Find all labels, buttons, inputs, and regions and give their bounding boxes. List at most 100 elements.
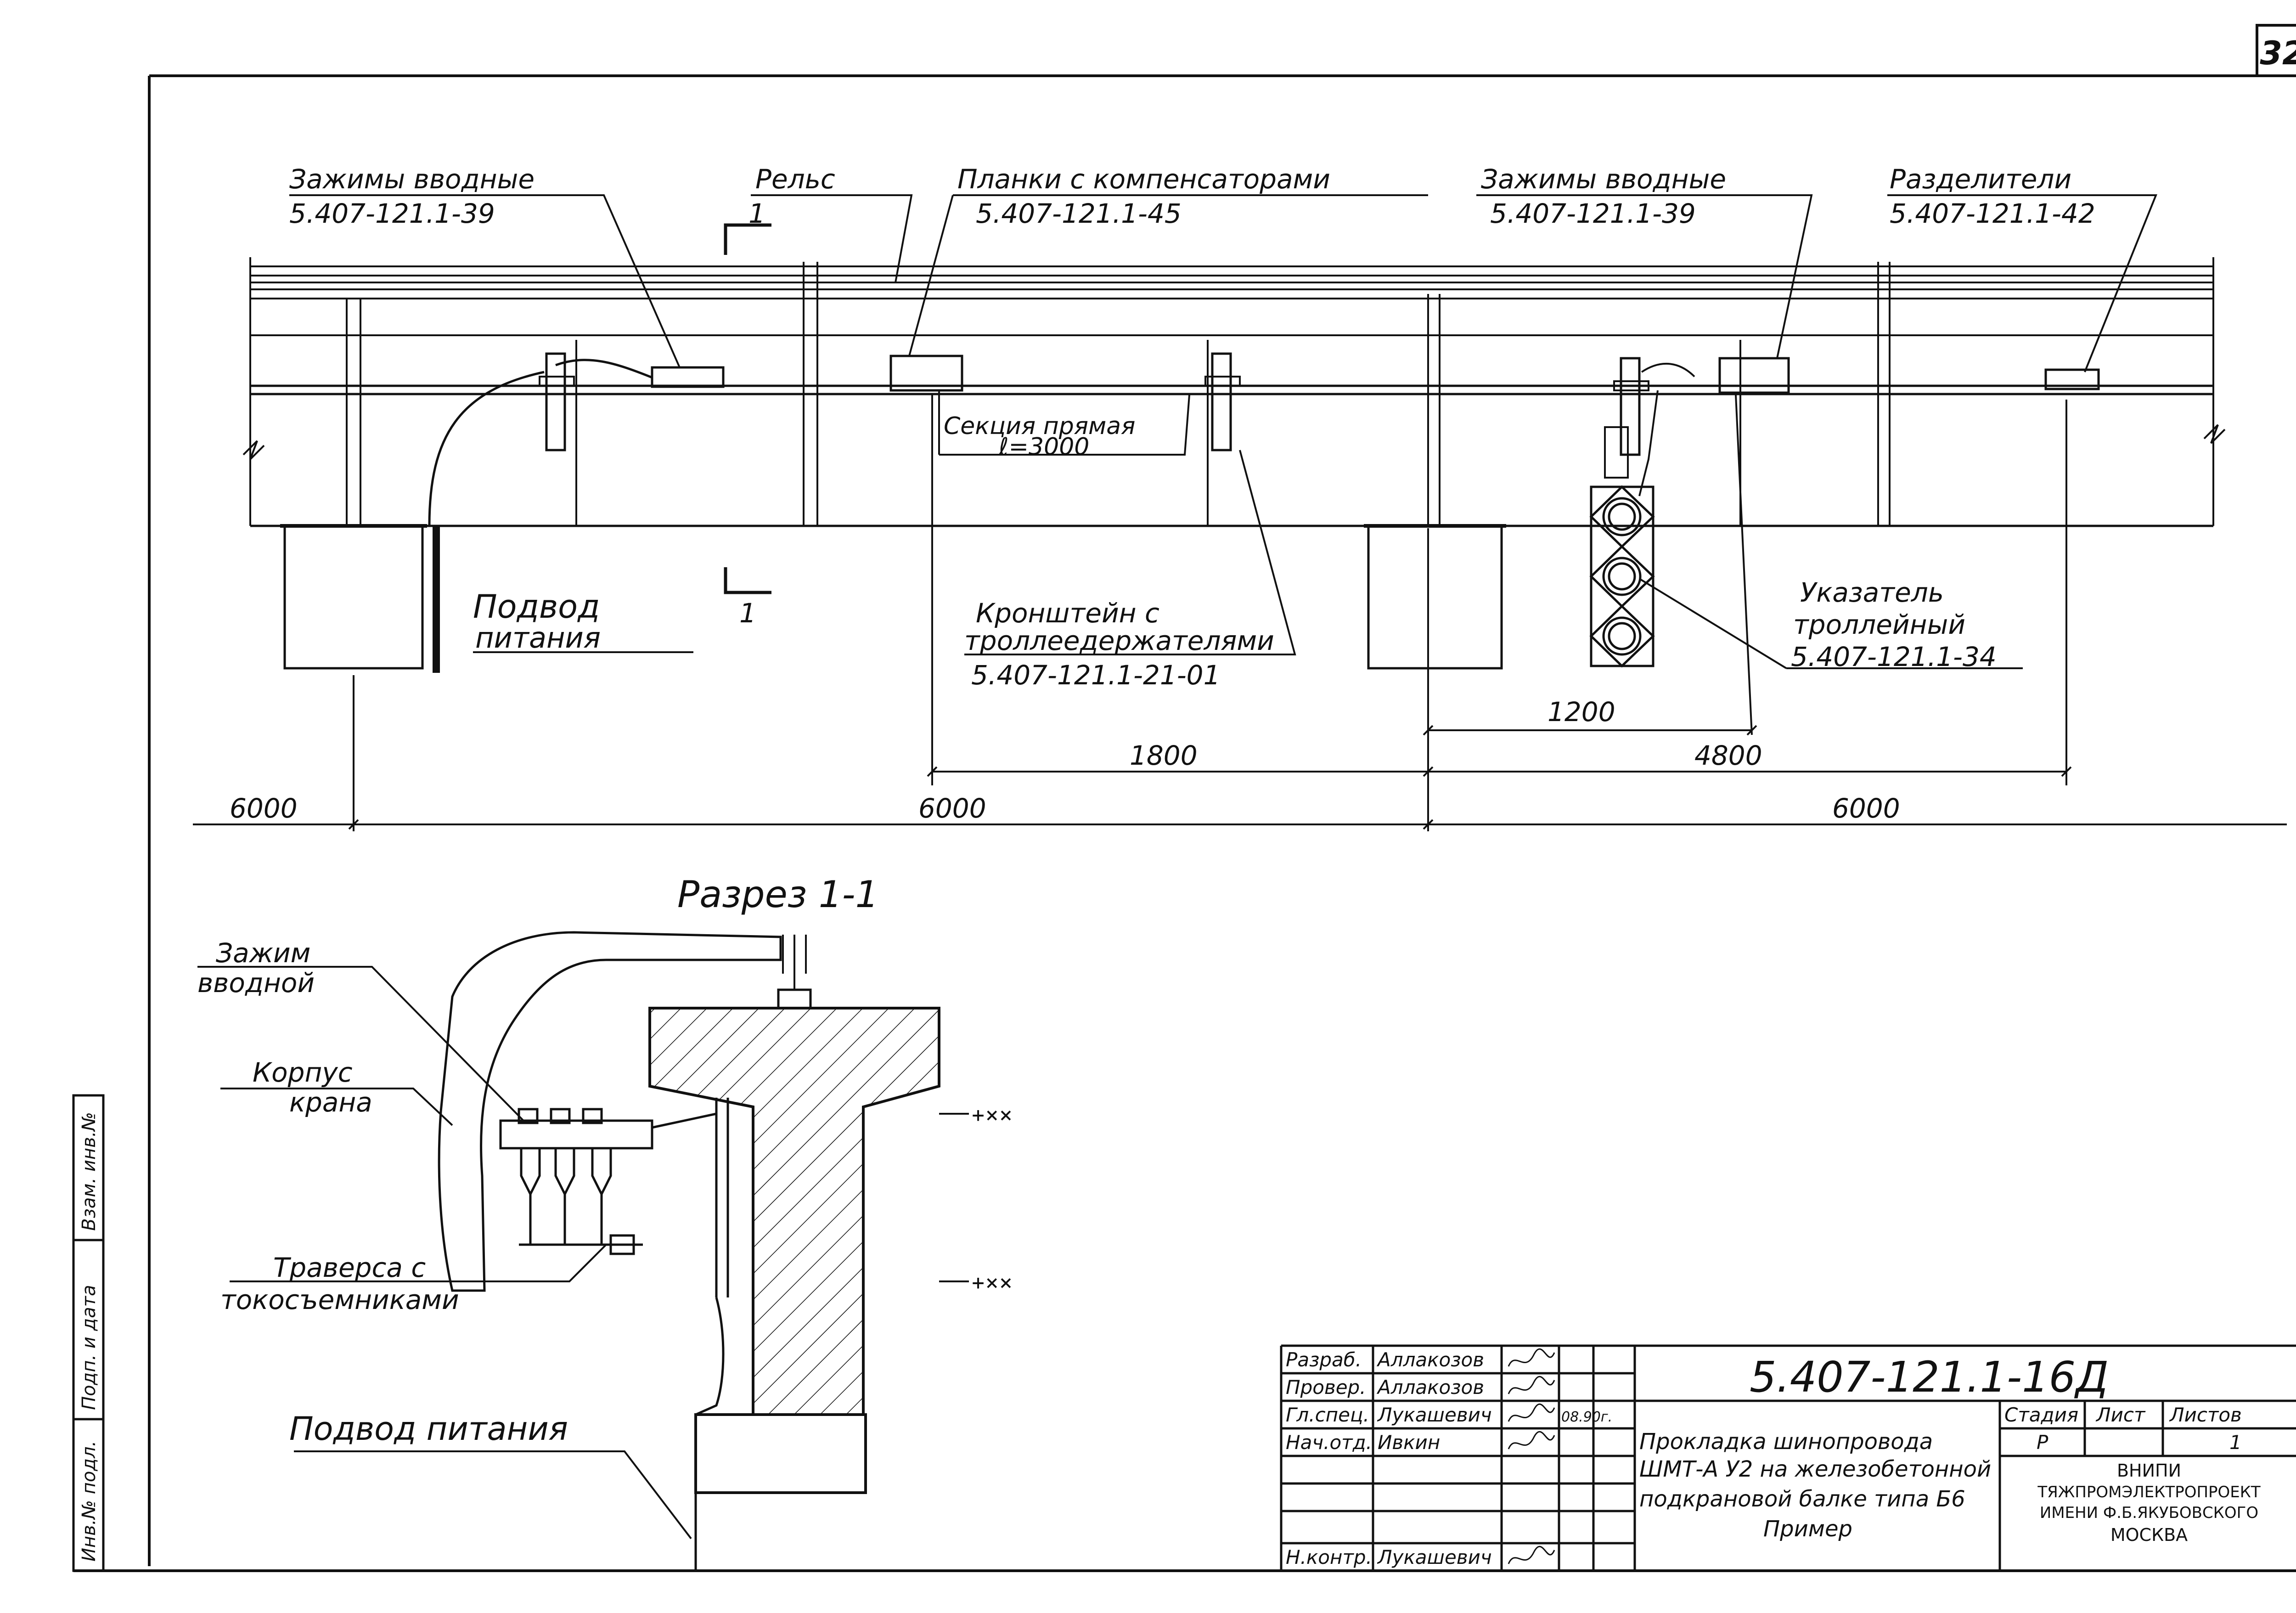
- separators-title: Разделители: [1890, 164, 2071, 195]
- section-marker-bottom: [724, 567, 771, 594]
- stage-sheet-labels: Стадия Лист Листов Р 1: [2004, 1404, 2242, 1454]
- clamp-box-right: [1718, 357, 1790, 394]
- description-line-3: подкрановой балке типа Б6: [1639, 1486, 1965, 1512]
- title-block-roles: Разраб. Провер. Гл.спец. Нач.отд. Н.конт…: [1286, 1348, 1372, 1568]
- clamp-bracket-right: [1620, 357, 1641, 456]
- description-line-2: ШМТ-А У2 на железобетонной: [1639, 1456, 1991, 1482]
- separator-box: [2044, 368, 2100, 390]
- clamps-right-code: 5.407-121.1-39: [1490, 198, 1696, 229]
- straight-section-length: ℓ=3000: [998, 433, 1089, 461]
- organization: ВНИПИ ТЯЖПРОМЭЛЕКТРОПРОЕКТ ИМЕНИ Ф.Б.ЯКУ…: [2037, 1461, 2261, 1545]
- signatures: [1508, 1348, 1555, 1564]
- svg-text:+××: +××: [971, 1106, 1013, 1125]
- dimension-span-left: 6000: [230, 793, 298, 824]
- name-3: Ивкин: [1378, 1431, 1440, 1454]
- stage-value: Р: [2037, 1431, 2048, 1454]
- section-title: Разрез 1-1: [677, 873, 878, 916]
- clamp-label-2: вводной: [197, 967, 315, 998]
- signature-date: 08.90г.: [1561, 1409, 1612, 1425]
- page-frame: [73, 74, 2296, 1572]
- compensator-plate-box: [889, 355, 963, 392]
- margin-stamp: Инв.№ подл. Подп. и дата Взам. инв.№: [72, 1094, 105, 1572]
- sheet-number-box: 32: [2256, 24, 2296, 77]
- beam-cross-section: [648, 1007, 940, 1416]
- role-2: Гл.спец.: [1286, 1404, 1369, 1426]
- section-marker-top-label: 1: [748, 198, 765, 229]
- traverse: [499, 1119, 653, 1150]
- sheet-label: Лист: [2095, 1404, 2146, 1426]
- straight-section-label: Секция прямая: [944, 412, 1135, 440]
- traverse-label-2: токосъемниками: [220, 1284, 459, 1315]
- sheets-value: 1: [2229, 1431, 2242, 1454]
- current-collectors: [518, 1108, 643, 1255]
- plates-title: Планки с компенсаторами: [957, 164, 1330, 195]
- trolley-indicator: [1589, 485, 1655, 668]
- name-7: Лукашевич: [1377, 1546, 1492, 1568]
- dimension-1200: 1200: [1548, 696, 1615, 728]
- clamps-right-title: Зажимы вводные: [1481, 164, 1726, 195]
- description-line-1: Прокладка шинопровода: [1639, 1429, 1933, 1455]
- stage-label: Стадия: [2004, 1404, 2078, 1426]
- power-feed-label-2: питания: [475, 621, 601, 654]
- bracket-label-1: Кронштейн с: [976, 598, 1159, 629]
- section-labels: Разрез 1-1 Зажим вводной Корпус крана Тр…: [197, 873, 878, 1448]
- stamp-inv-no: Инв.№ подл.: [79, 1441, 100, 1562]
- power-feed-curve: [428, 371, 545, 526]
- plates-code: 5.407-121.1-45: [976, 198, 1182, 229]
- rail-label: Рельс: [755, 164, 835, 195]
- clamps-left-code: 5.407-121.1-39: [289, 198, 495, 229]
- clamp-label-1: Зажим: [216, 937, 310, 969]
- section-marker-bottom-label: 1: [739, 598, 756, 629]
- crane-label-1: Корпус: [253, 1057, 353, 1088]
- crane-label-2: крана: [289, 1087, 372, 1118]
- column-mid: [1367, 525, 1503, 670]
- org-line-3: ИМЕНИ Ф.Б.ЯКУБОВСКОГО: [2040, 1504, 2258, 1522]
- stamp-sign-date: Подп. и дата: [79, 1285, 100, 1410]
- bracket-holder: [1211, 352, 1232, 451]
- name-0: Аллакозов: [1376, 1348, 1484, 1371]
- indicator-label-2: троллейный: [1793, 609, 1965, 640]
- org-line-2: ТЯЖПРОМЭЛЕКТРОПРОЕКТ: [2037, 1483, 2261, 1501]
- name-1: Аллакозов: [1376, 1376, 1484, 1399]
- svg-text:+××: +××: [971, 1274, 1013, 1292]
- dimension-1800: 1800: [1130, 740, 1198, 771]
- leader-lines: [289, 194, 2157, 735]
- clamps-left-title: Зажимы вводные: [289, 164, 535, 195]
- rail-lines: [250, 265, 2213, 336]
- sheets-label: Листов: [2169, 1404, 2242, 1426]
- title-block: [1280, 1344, 2296, 1571]
- dimension-lines: [193, 395, 2287, 831]
- role-1: Провер.: [1286, 1376, 1366, 1399]
- separators-code: 5.407-121.1-42: [1890, 198, 2095, 229]
- role-3: Нач.отд.: [1286, 1431, 1372, 1454]
- stamp-replace-inv: Взам. инв.№: [79, 1112, 100, 1231]
- traverse-label-1: Траверса с: [273, 1252, 426, 1283]
- frame-posts: [346, 262, 1891, 526]
- section-power-feed: Подвод питания: [289, 1410, 568, 1448]
- clamp-box-left: [651, 366, 725, 388]
- org-line-4: МОСКВА: [2110, 1525, 2188, 1545]
- section-view: +×× +××: [197, 931, 1013, 1571]
- indicator-label-1: Указатель: [1800, 577, 1944, 608]
- power-feed-label-1: Подвод: [473, 588, 600, 626]
- sheet-number: 32: [2260, 34, 2296, 72]
- dimension-span-mid: 6000: [918, 793, 986, 824]
- dimension-4800: 4800: [1694, 740, 1762, 771]
- org-line-1: ВНИПИ: [2117, 1461, 2181, 1481]
- column-section: [694, 1413, 867, 1494]
- document-description: Прокладка шинопровода ШМТ-А У2 на железо…: [1639, 1429, 1991, 1542]
- plan-labels: Зажимы вводные 5.407-121.1-39 Рельс 1 1 …: [230, 164, 2095, 824]
- dimension-span-right: 6000: [1832, 793, 1900, 824]
- crane-body-outline: [438, 931, 782, 1292]
- document-code: 5.407-121.1-16Д: [1750, 1353, 2109, 1402]
- role-0: Разраб.: [1286, 1348, 1362, 1371]
- section-marker-top: [724, 223, 771, 255]
- name-2: Лукашевич: [1377, 1404, 1492, 1426]
- column-left: [283, 525, 424, 670]
- bracket-code: 5.407-121.1-21-01: [971, 660, 1220, 691]
- plan-view: [193, 194, 2287, 831]
- clamp-bracket-left: [545, 352, 566, 451]
- title-block-names: Аллакозов Аллакозов Лукашевич Ивкин Лука…: [1376, 1348, 1492, 1568]
- indicator-code: 5.407-121.1-34: [1791, 641, 1997, 672]
